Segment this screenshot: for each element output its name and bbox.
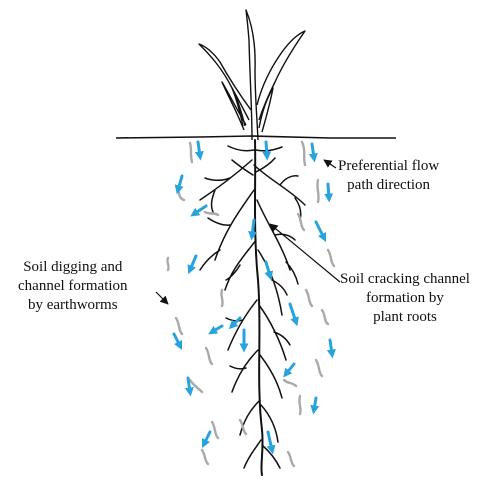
flow-arrow [314,398,316,410]
flow-arrow [174,334,180,346]
burrow [190,380,202,392]
flow-arrow [268,432,272,450]
burrow [316,360,322,376]
flow-arrow [198,142,200,156]
burrow [212,422,218,438]
burrow [328,250,334,266]
root-cracking-label: Soil cracking channel formation by plant… [340,270,470,327]
flow-arrow [190,256,196,270]
flow-arrow [328,184,329,198]
flow-arrow [286,364,294,374]
flow-arrow [330,340,332,354]
burrow [206,348,212,364]
burrow [205,212,218,215]
preferential-flow-label-line: path direction [338,176,439,195]
flow-arrow [232,318,240,326]
plant-shoot [199,10,305,140]
preferential-flow-label-line: Preferential flow [338,157,439,176]
burrow [176,318,182,334]
flow-arrow [204,432,210,444]
flow-arrow [188,378,190,392]
earthworm-burrows [167,142,334,466]
burrow [317,180,318,202]
flow-arrow [316,222,324,238]
soil-surface-line [116,136,396,138]
root-cracking-label-line: formation by [340,289,470,308]
burrow [306,290,312,306]
earthworm-channel-label-line: channel formation [18,277,128,296]
flow-arrow [312,144,314,158]
flow-arrow [266,142,267,156]
burrow [322,310,328,324]
burrow [221,290,222,306]
earthworm-channel-label: Soil digging and channel formation by ea… [18,258,128,315]
burrow [302,142,305,165]
earthworm-channel-label-line: by earthworms [18,296,128,315]
flow-label-pointer [324,160,336,168]
root-system [200,140,305,475]
root-cracking-label-line: plant roots [340,308,470,327]
burrow [284,380,296,386]
flow-arrow [178,176,182,190]
preferential-flow-label: Preferential flow path direction [338,157,439,195]
earthworm-label-pointer [156,292,168,304]
earthworm-channel-label-line: Soil digging and [18,258,128,277]
flow-arrow [252,220,254,236]
flow-arrow [290,304,296,322]
burrow [190,143,192,162]
root-cracking-label-line: Soil cracking channel [340,270,470,289]
flow-arrow [212,326,222,332]
burrow [202,450,208,464]
flow-arrow [266,262,270,276]
burrow [167,258,168,270]
burrow [288,452,294,466]
burrow [299,396,300,414]
